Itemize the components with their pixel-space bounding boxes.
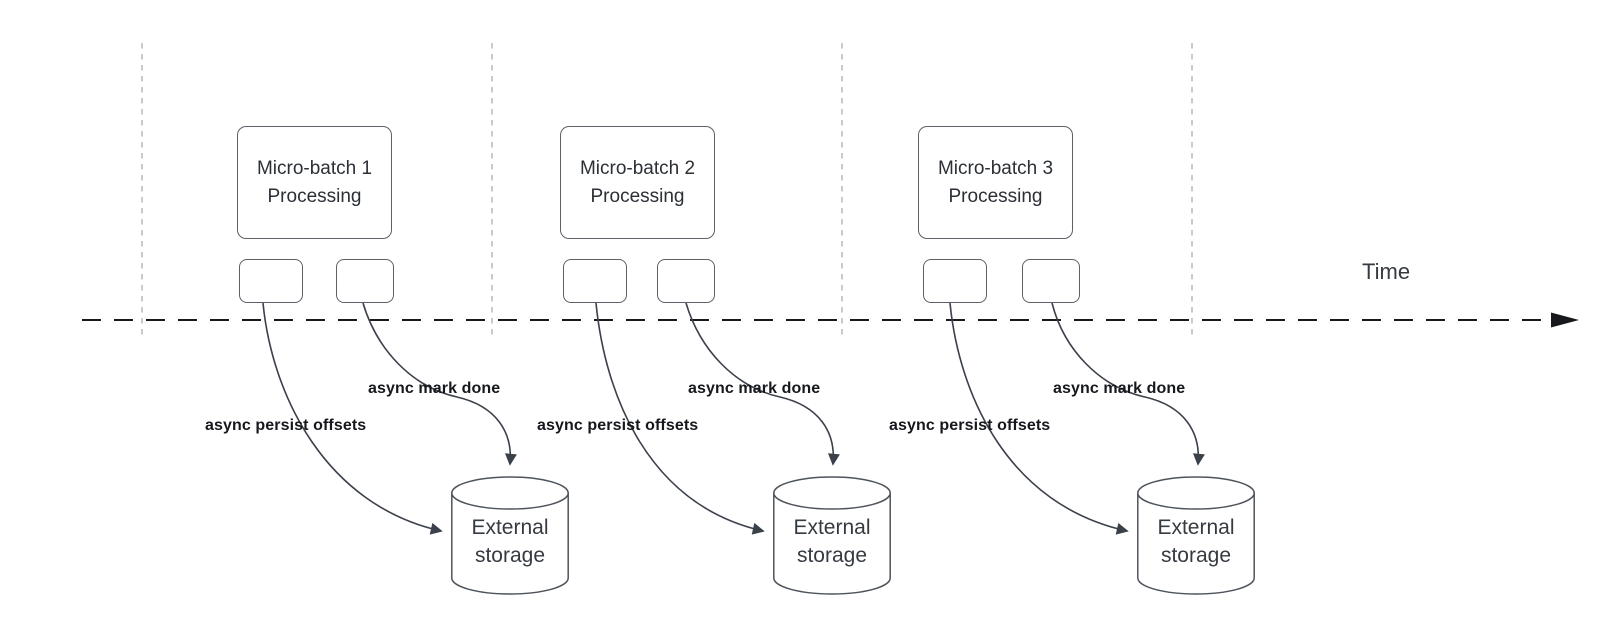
micro-batch-3-processing-box: Micro-batch 3 Processing (918, 126, 1073, 239)
task-box-markdone-3 (1022, 259, 1080, 303)
mark-done-label-1: async mark done (368, 380, 501, 397)
task-box-persist-3 (923, 259, 987, 303)
persist-offsets-label-2: async persist offsets (537, 417, 699, 434)
time-axis-arrowhead-icon (1551, 312, 1579, 328)
persist-offsets-label-1: async persist offsets (205, 417, 367, 434)
external-storage-label-3: External storage (1157, 516, 1235, 567)
external-storage-label-1: External storage (471, 516, 549, 567)
storage-cylinder-2 (773, 476, 891, 595)
persist-offsets-label-3: async persist offsets (889, 417, 1051, 434)
micro-batch-1-processing-box: Micro-batch 1 Processing (237, 126, 392, 239)
mark-done-label-3: async mark done (1053, 380, 1186, 397)
time-axis-label: Time (1362, 259, 1411, 284)
mark-done-arrow-1 (362, 302, 517, 466)
mark-done-label-2: async mark done (688, 380, 821, 397)
task-box-persist-2 (563, 259, 627, 303)
persist-offsets-arrow-1 (262, 302, 443, 535)
task-box-markdone-1 (336, 259, 394, 303)
mark-done-arrow-2 (685, 302, 840, 466)
mark-done-arrow-3 (1051, 302, 1205, 466)
task-box-markdone-2 (657, 259, 715, 303)
storage-cylinder-3 (1137, 476, 1255, 595)
persist-offsets-arrow-2 (595, 302, 765, 535)
micro-batch-2-processing-box: Micro-batch 2 Processing (560, 126, 715, 239)
micro-batch-2-processing-label: Micro-batch 2 Processing (579, 157, 696, 207)
persist-offsets-arrow-3 (949, 302, 1129, 535)
micro-batch-1-processing-label: Micro-batch 1 Processing (256, 157, 373, 207)
external-storage-label-2: External storage (793, 516, 871, 567)
task-box-persist-1 (239, 259, 303, 303)
micro-batch-3-processing-label: Micro-batch 3 Processing (937, 157, 1054, 207)
storage-cylinder-1 (451, 476, 569, 595)
